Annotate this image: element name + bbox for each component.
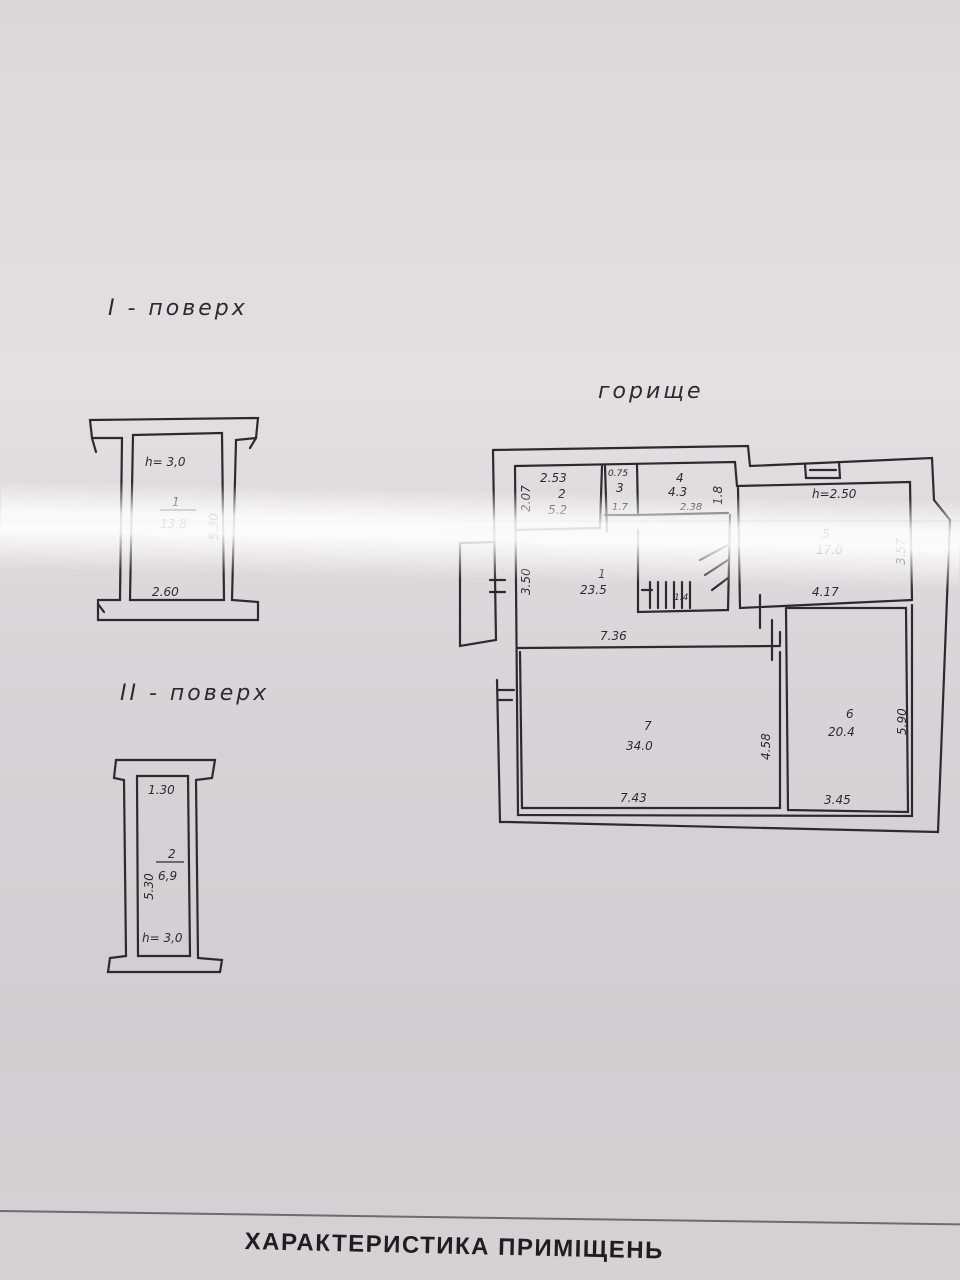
attic-dim-2-07: 2.07 xyxy=(519,485,533,512)
attic-room-5-number: 5 xyxy=(822,527,830,541)
attic-room-5-area: 17.0 xyxy=(816,543,843,557)
attic-room-7-area: 34.0 xyxy=(626,739,653,753)
attic-room-1-number: 1 xyxy=(598,567,606,581)
attic-room-3-area: 1.7 xyxy=(612,502,629,513)
floor-1-length: 5.30 xyxy=(207,513,221,540)
floor-2-width: 1.30 xyxy=(148,783,175,797)
attic-dim-2-38: 2.38 xyxy=(680,502,702,513)
attic-plan xyxy=(458,444,952,834)
attic-dim-7-43: 7.43 xyxy=(620,791,647,805)
attic-room-4-number: 4 xyxy=(676,471,684,485)
attic-dim-0-75: 0.75 xyxy=(608,469,628,479)
attic-dim-7-36: 7.36 xyxy=(600,629,627,643)
floor-2-area: 6,9 xyxy=(158,869,177,883)
attic-dim-4-17: 4.17 xyxy=(812,585,839,599)
attic-room-2-area: 5.2 xyxy=(548,503,567,517)
floor-1-width: 2.60 xyxy=(152,585,179,599)
attic-room-2-number: 2 xyxy=(558,487,566,501)
attic-dim-3-57: 3.57 xyxy=(894,538,908,565)
attic-room-7-number: 7 xyxy=(644,719,652,733)
floor-1-height: h= 3,0 xyxy=(145,455,186,469)
attic-dim-1-8: 1.8 xyxy=(711,486,725,505)
attic-dim-3-45: 3.45 xyxy=(824,793,851,807)
attic-dim-1-4: 1.4 xyxy=(674,593,689,603)
attic-dim-4-58: 4.58 xyxy=(759,733,773,760)
floor-1-room-number: 1 xyxy=(172,495,180,509)
floor-2-length: 5.30 xyxy=(142,873,156,900)
attic-room-4-area: 4.3 xyxy=(668,485,687,499)
attic-height: h=2.50 xyxy=(812,487,857,501)
floor-2-height: h= 3,0 xyxy=(142,931,183,945)
attic-title: горище xyxy=(598,379,704,404)
attic-room-3-number: 3 xyxy=(616,481,624,495)
floor-1-title: I - поверх xyxy=(108,296,248,321)
attic-room-6-area: 20.4 xyxy=(828,725,855,739)
floor-2-plan xyxy=(106,758,224,974)
attic-room-1-area: 23.5 xyxy=(580,583,607,597)
attic-dim-3-50: 3.50 xyxy=(519,568,533,595)
attic-room-6-number: 6 xyxy=(846,707,854,721)
floor-2-title: II - поверх xyxy=(120,681,269,706)
floor-1-area: 13,8 xyxy=(160,517,187,531)
floor-2-room-number: 2 xyxy=(168,847,176,861)
attic-dim-2-53: 2.53 xyxy=(540,471,567,485)
attic-dim-5-90: 5.90 xyxy=(895,708,909,735)
